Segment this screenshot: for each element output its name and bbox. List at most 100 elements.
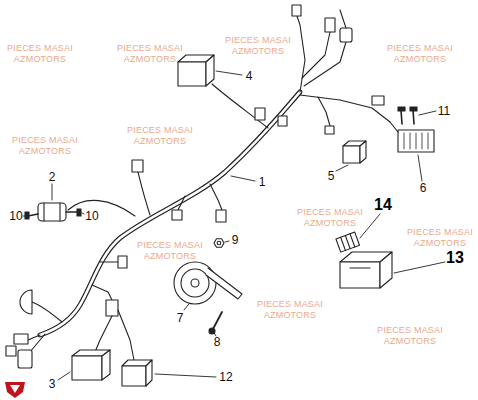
wire (212, 84, 268, 128)
plug (6, 346, 16, 356)
horn (174, 262, 216, 304)
cdi-side (102, 350, 110, 380)
callout-number: 4 (246, 70, 253, 82)
horn-center (191, 279, 199, 287)
callout-number: 13 (446, 250, 464, 266)
wire (318, 97, 330, 126)
connector (340, 28, 352, 42)
relay (122, 366, 146, 386)
wire (32, 302, 62, 322)
nut-hole (217, 241, 221, 245)
watermark-text: PIECES MASAI (257, 300, 323, 309)
callout-number: 10 (9, 210, 22, 222)
leader-lines (23, 71, 445, 380)
handlebar-switch (20, 290, 32, 314)
watermark-text: AZMOTORS (304, 219, 356, 228)
watermark-text: AZMOTORS (414, 239, 466, 248)
watermark-text: AZMOTORS (14, 55, 66, 64)
callout-number: 6 (420, 182, 427, 194)
screw (401, 110, 402, 124)
connector (292, 5, 301, 16)
connector (132, 160, 143, 172)
screw-head (398, 107, 405, 111)
connector-side (360, 141, 366, 163)
wire (28, 335, 40, 340)
watermark-text: PIECES MASAI (297, 208, 363, 217)
wire (390, 122, 398, 132)
wire (118, 310, 134, 360)
screw (413, 110, 414, 124)
screw (213, 312, 222, 329)
watermark-text: PIECES MASAI (225, 36, 291, 45)
watermark-text: PIECES MASAI (12, 136, 78, 145)
callout-number: 3 (49, 378, 56, 390)
wire (30, 334, 45, 352)
callout-number: 10 (85, 210, 98, 222)
wire (340, 10, 346, 28)
ignition-coil (38, 203, 66, 221)
regulator (398, 130, 434, 152)
relay-side (206, 55, 214, 86)
screw (66, 211, 78, 213)
wire-bundle (336, 232, 360, 252)
connector-side (380, 252, 392, 288)
connector (255, 108, 265, 120)
connector (106, 300, 118, 316)
wire (300, 95, 390, 122)
brand-logo (5, 382, 25, 398)
callout-number: 7 (177, 312, 184, 324)
wire (138, 172, 150, 215)
callout-number: 8 (214, 336, 221, 348)
connector (278, 116, 287, 126)
callout-number: 2 (49, 171, 56, 183)
horn-inner (181, 269, 209, 297)
wire (95, 316, 112, 352)
connector-detail (350, 267, 370, 268)
plug (14, 334, 28, 344)
connector (325, 18, 335, 32)
connector (372, 96, 384, 105)
connector (325, 126, 334, 134)
screw-head (410, 107, 417, 111)
wire (100, 261, 118, 262)
wire (297, 16, 305, 92)
screw-head (77, 209, 81, 216)
callout-number: 1 (259, 176, 266, 188)
nut (214, 239, 224, 248)
watermark-text: AZMOTORS (394, 55, 446, 64)
wire (178, 196, 185, 210)
wire (210, 184, 222, 210)
watermark-text: AZMOTORS (144, 252, 196, 261)
watermark-text: AZMOTORS (134, 137, 186, 146)
brand-logo-mark (10, 385, 20, 393)
watermark-text: PIECES MASAI (387, 44, 453, 53)
callout-number: 9 (232, 234, 239, 246)
watermark-text: AZMOTORS (384, 337, 436, 346)
relay (178, 62, 206, 86)
watermark-text: PIECES MASAI (7, 44, 73, 53)
watermark-text: PIECES MASAI (127, 126, 193, 135)
watermark-text: AZMOTORS (19, 147, 71, 156)
watermark-text: PIECES MASAI (117, 44, 183, 53)
watermark-text: AZMOTORS (124, 55, 176, 64)
connector (118, 256, 127, 268)
wire (92, 285, 112, 300)
watermark-text: PIECES MASAI (407, 228, 473, 237)
connector (216, 210, 226, 222)
callout-number: 12 (219, 371, 232, 383)
connector-body (340, 262, 380, 288)
connector (172, 210, 182, 220)
callout-number: 11 (438, 105, 450, 117)
callout-number: 14 (374, 197, 392, 213)
screw-head (25, 212, 29, 219)
callout-number: 5 (328, 170, 335, 182)
plug (18, 350, 32, 368)
relay-side (146, 360, 152, 386)
connector (343, 146, 360, 163)
watermark-text: AZMOTORS (232, 47, 284, 56)
watermark-text: PIECES MASAI (377, 326, 443, 335)
coil-band (43, 203, 44, 221)
wire (68, 200, 135, 216)
coil-band (59, 203, 60, 221)
wire (304, 42, 346, 86)
